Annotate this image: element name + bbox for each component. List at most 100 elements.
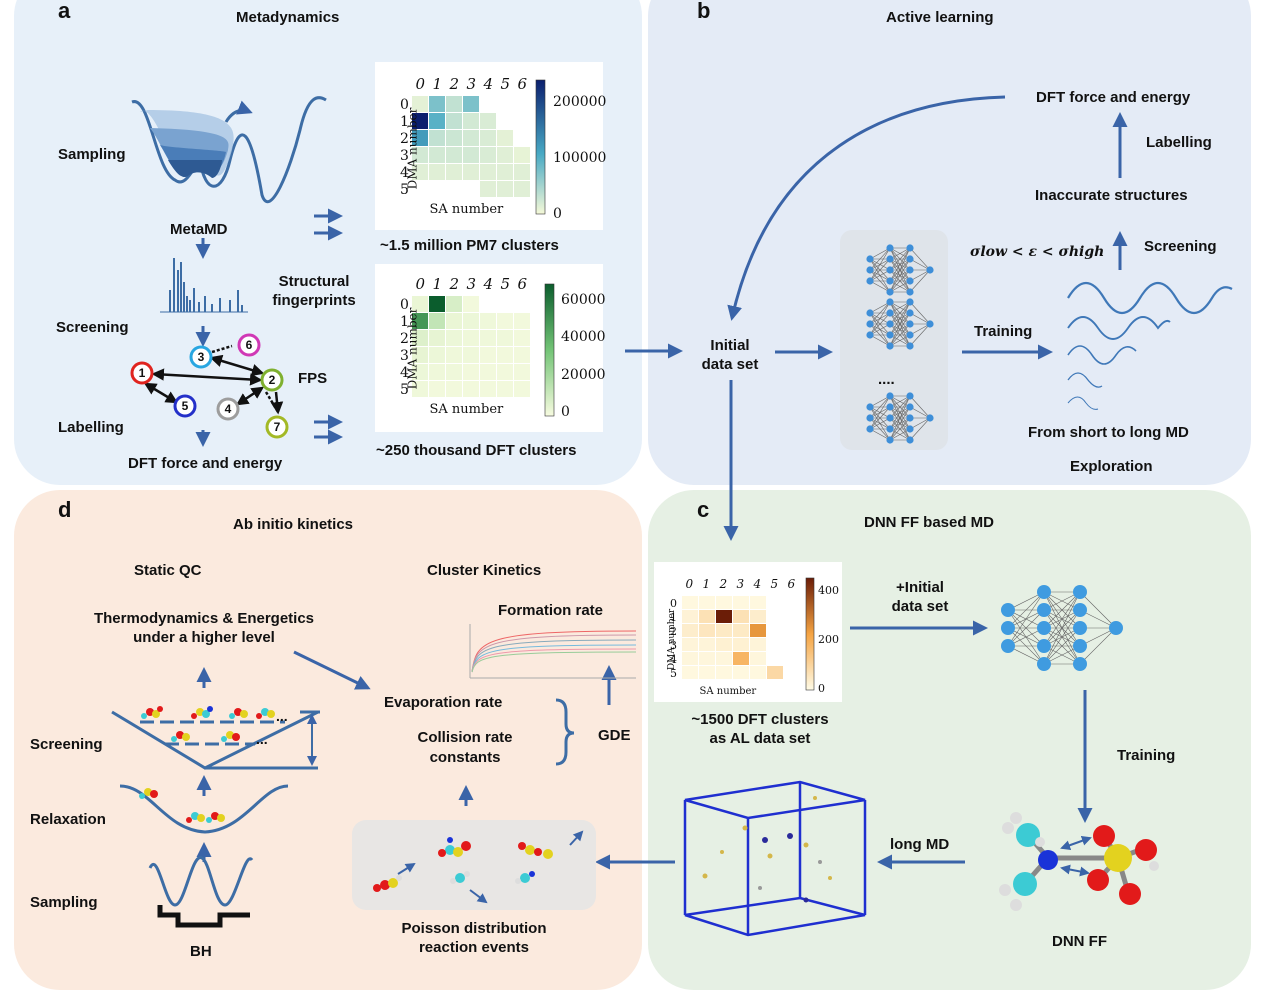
heatmap_pm7-cell [480,164,496,180]
label-bh: BH [190,943,212,960]
network-edge [889,417,911,441]
node-5-label: 5 [181,399,189,413]
heatmap_dft-cell [446,381,462,397]
network-edge [909,247,931,271]
network-neuron [906,277,914,285]
network-neuron [1001,639,1015,653]
network-edge [889,395,911,419]
network-edge [909,323,931,336]
heatmap_pm7-cell [480,113,496,129]
panel-a-title: Metadynamics [236,9,340,26]
heatmap-al-colorbar [805,577,815,691]
network-edge [909,417,931,441]
heatmap_pm7-ylabel: DMA number [405,107,420,190]
network-neuron [866,425,874,433]
node-4-label: 4 [224,402,232,416]
label-dnn-ff: DNN FF [1052,933,1107,950]
heatmap_al-cell [750,624,766,637]
heatmap_dft-row-label: 3 [400,347,409,364]
network-neuron [906,436,914,444]
panel-d-title: Ab initio kinetics [233,516,354,533]
heatmap_pm7-cell [429,113,445,129]
heatmap_dft-cell [412,296,428,312]
heatmap_pm7-cell [446,164,462,180]
network-neuron [1037,585,1051,599]
network-neuron [886,266,894,274]
heatmap_al-cell [750,666,766,679]
heatmap_al-cell [733,596,749,609]
network-neuron [886,244,894,252]
heatmap_al-col-label: 1 [702,577,711,591]
dnn-architecture [1001,585,1123,671]
heatmap_al-cell [716,610,732,623]
network-edge [1007,591,1045,647]
heatmap_al-cell [750,596,766,609]
heatmap_dft-col-label: 2 [449,275,460,293]
heatmap_pm7-cell [429,147,445,163]
panel-b-letter: b [697,0,711,23]
metadynamics-well-illustration [131,96,327,204]
network-edge [1007,609,1045,647]
al-caption-2: as AL data set [709,730,811,747]
simulation-box [683,780,867,937]
label-cluster-kinetics: Cluster Kinetics [427,562,542,579]
label-exploration: Exploration [1070,458,1153,475]
label-poisson-1: Poisson distribution [401,920,547,937]
heatmap_dft-col-label: 6 [517,275,528,293]
label-thermo-2: under a higher level [133,629,275,646]
heatmap_al-colorbar-tick: 200 [818,633,839,646]
label-dft-force-b: DFT force and energy [1036,89,1191,106]
network-neuron [1037,639,1051,653]
panel-b-background [648,0,1251,485]
network-edge [889,323,911,347]
network-neuron [886,320,894,328]
heatmap_pm7-cell [429,96,445,112]
network-edge [889,301,911,314]
heatmap_dft-cell [463,330,479,346]
network-edge [889,395,911,441]
heatmap_al-row-label: 0 [670,597,677,610]
network-neuron [1073,621,1087,635]
network-edge [869,301,891,325]
figure-graphics [111,62,1233,937]
heatmap_al-cell [767,666,783,679]
label-sigma-formula: σlow < ε < σhigh [970,244,1105,260]
label-thermo-1: Thermodynamics & Energetics [93,610,315,627]
heatmap_pm7-row-label: 3 [400,147,409,164]
label-labelling-b: Labelling [1146,134,1212,151]
network-neuron [906,255,914,263]
heatmap_pm7-cell [463,113,479,129]
heatmap_dft-cell [480,381,496,397]
heatmap_al-col-label: 2 [719,577,728,591]
network-neuron [906,320,914,328]
label-collision-2: constants [429,749,501,766]
heatmap_pm7-cell [412,147,428,163]
network-neuron [1001,603,1015,617]
heatmap_dft-colorbar-tick: 20000 [561,366,606,383]
heatmap_dft-cell [480,330,496,346]
heatmap_pm7-xlabel: SA number [429,202,504,217]
network-neuron [886,331,894,339]
heatmap_dft-cell [514,313,530,329]
simulation-particles [702,796,832,903]
poisson-molecules [373,837,553,892]
network-neuron [906,392,914,400]
heatmap_dft-cell [412,330,428,346]
network-neuron [906,298,914,306]
heatmap_al-cell [699,610,715,623]
label-formation-rate: Formation rate [498,602,604,619]
network-edge [869,301,891,314]
heatmap_al-cell [750,610,766,623]
heatmap_al-col-label: 0 [685,577,694,591]
label-fps: FPS [298,370,328,387]
heatmap_al-cell [682,596,698,609]
heatmap_pm7-colorbar-tick: 0 [553,206,562,222]
heatmap_dft-cell [463,347,479,363]
label-initial: Initial [710,337,750,354]
heatmap_pm7-cell [480,147,496,163]
network-edge [909,258,931,271]
heatmap_pm7-cell [446,130,462,146]
label-fingerprints: fingerprints [272,292,356,309]
heatmap_dft-col-label: 4 [483,275,494,293]
network-neuron [866,277,874,285]
